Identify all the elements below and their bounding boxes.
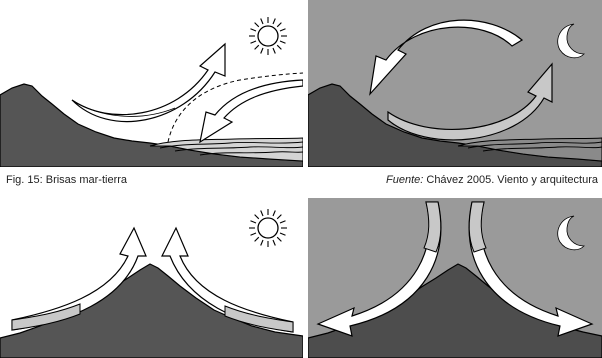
sea-breeze-day-panel [0,0,303,167]
valley-breeze-day-panel [0,198,303,358]
source-text: Chávez 2005. Viento y arquitectura [423,174,598,186]
valley-breeze-day-diagram [0,198,303,358]
mountain-breeze-night-panel [308,198,602,358]
sun-icon [249,17,287,55]
figure-caption: Fig. 15: Brisas mar-tierra [6,174,127,186]
figure-source: Fuente: Chávez 2005. Viento y arquitectu… [386,174,598,186]
sea-breeze-day-diagram [0,0,303,167]
mountain-breeze-night-diagram [308,198,602,358]
source-label: Fuente: [386,174,423,186]
land-breeze-night-diagram [308,0,602,167]
land-breeze-night-panel [308,0,602,167]
sun-icon [249,209,287,247]
